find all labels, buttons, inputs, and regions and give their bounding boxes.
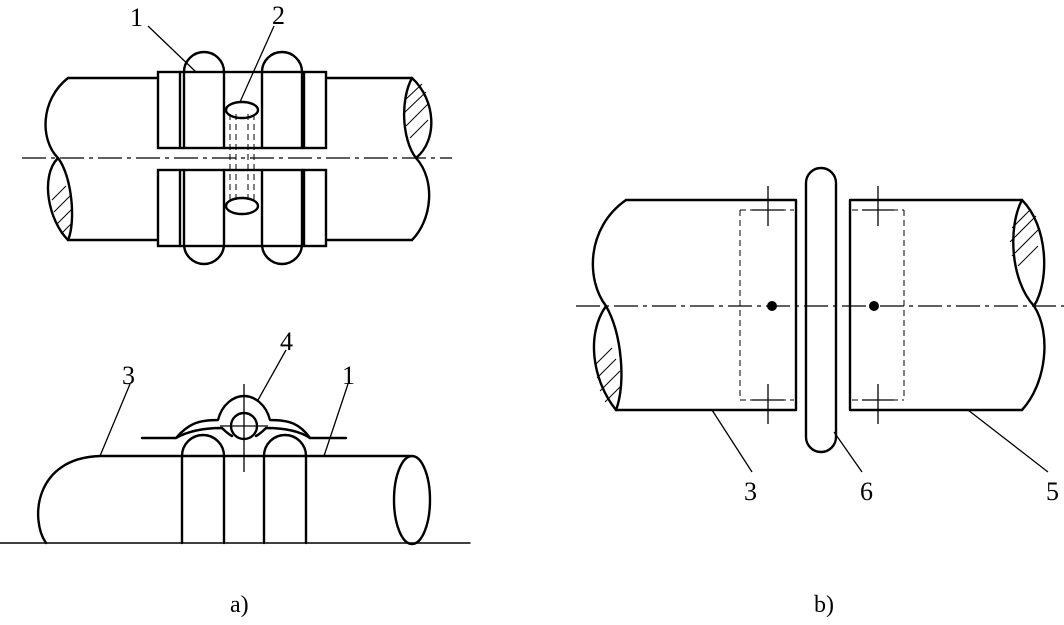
- pin-hole-top: [224, 100, 260, 120]
- hidden-sleeve-left: [739, 209, 794, 401]
- panel-a-top-view: 1 2: [22, 1, 452, 266]
- u-bolt-right-side: [262, 433, 308, 545]
- caption-b: b): [814, 592, 834, 618]
- pipe-3-break-inner: [604, 304, 623, 412]
- clamp-plate-bottom: [156, 168, 328, 248]
- pipe-3-outline: [614, 198, 798, 412]
- center-dot-left: [767, 301, 777, 311]
- label-3-b: 3: [744, 477, 757, 506]
- pipe-5-outline: [848, 198, 1024, 412]
- label-3-side: 3: [122, 361, 135, 390]
- u-bolt-right-bottom: [260, 168, 304, 266]
- hatch-b-right: [1009, 209, 1039, 267]
- pipe-right-break-inner: [402, 76, 418, 160]
- bolt-marks: [752, 186, 894, 424]
- u-bolt-left-bottom: [182, 168, 226, 266]
- pipe-left-break-inner: [56, 156, 74, 242]
- clamp-plate-top: [156, 70, 328, 150]
- gasket-ring-6: [804, 166, 838, 454]
- panel-b: 3 6 5 b): [576, 166, 1064, 618]
- hatch-right: [403, 83, 429, 139]
- label-1-side: 1: [342, 361, 355, 390]
- label-1-top: 1: [130, 3, 143, 32]
- label-2-top: 2: [272, 1, 285, 30]
- label-6-b: 6: [860, 477, 873, 506]
- center-dot-right: [869, 301, 879, 311]
- u-bolt-left-top: [182, 50, 226, 150]
- u-bolt-right-top: [260, 50, 304, 150]
- hatch-left: [51, 185, 73, 235]
- pin-hole-bottom: [224, 196, 260, 216]
- label-5-b: 5: [1046, 477, 1059, 506]
- u-bolt-left-side: [180, 433, 226, 545]
- pipe-5-break-inner: [1012, 198, 1036, 308]
- pipe-side: [36, 454, 412, 545]
- hatch-b-left: [595, 347, 622, 403]
- pipe-end: [392, 454, 432, 546]
- panel-a-side-view: 3 4 1 a): [0, 327, 471, 618]
- caption-a: a): [230, 592, 249, 618]
- label-4-side: 4: [280, 327, 293, 356]
